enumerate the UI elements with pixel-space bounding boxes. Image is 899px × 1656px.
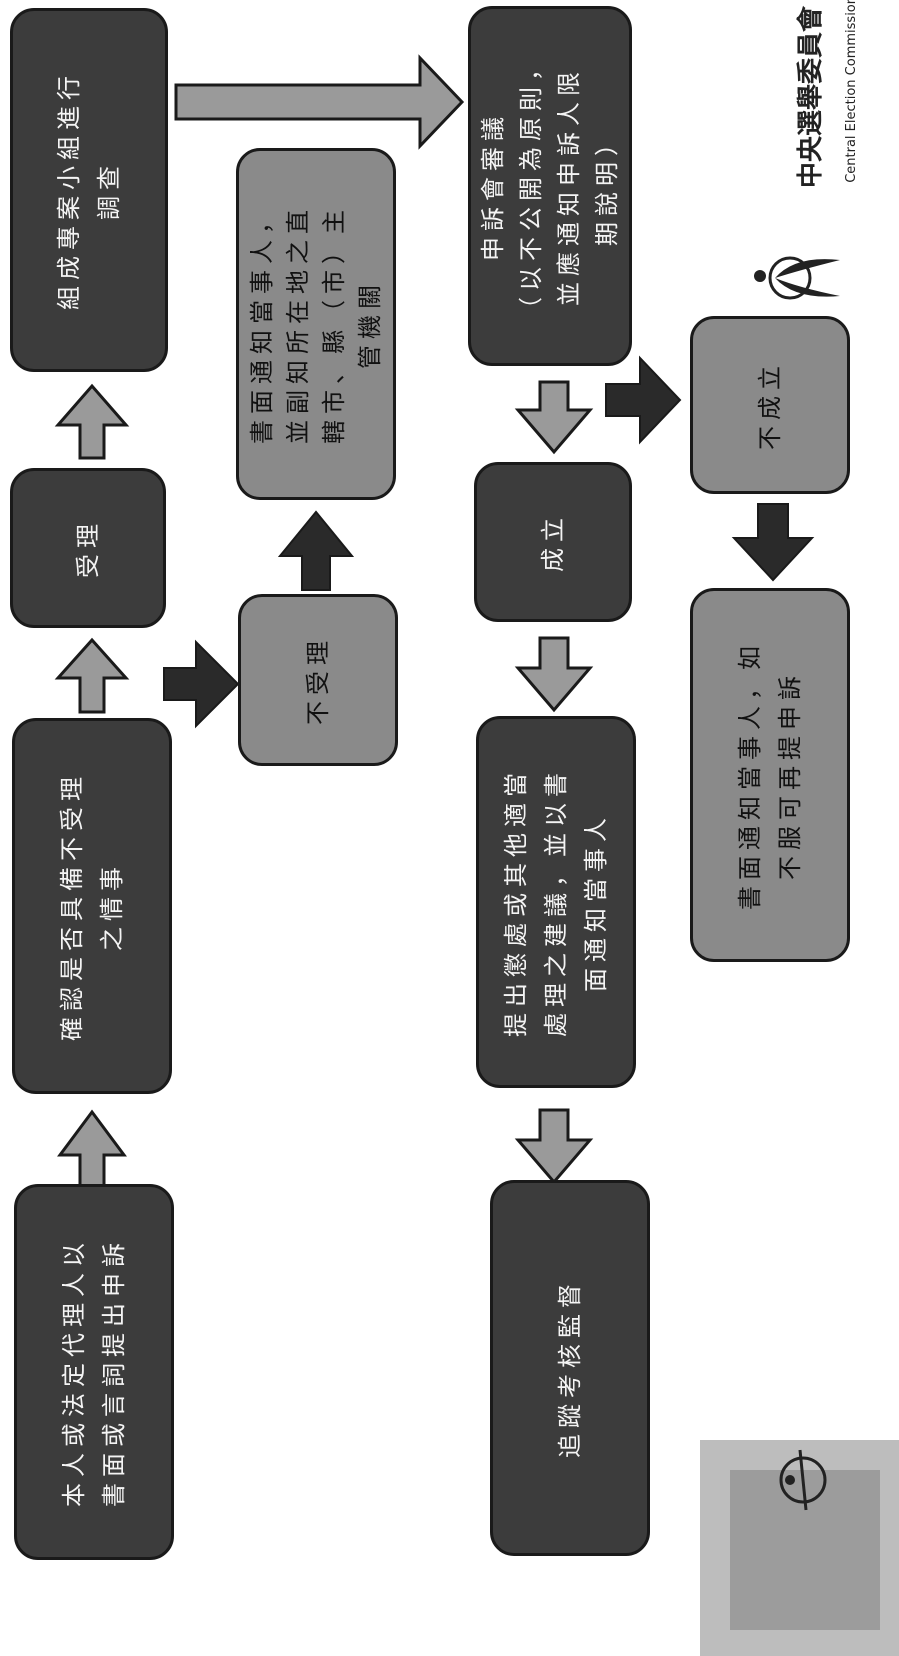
box-track-supervise-text: 追蹤考核監督 <box>556 1278 584 1458</box>
logo-name-en: Central Election Commission <box>844 0 859 183</box>
box-notify-appeal: 書面通知當事人，如不服可再提申訴 <box>690 588 850 962</box>
box-committee-review-text: 申訴會審議（以不公開為原則，並應通知申訴人限期說明） <box>479 51 621 321</box>
arrow-down-to-track <box>514 1108 594 1185</box>
box-check-case: 確認是否具備不受理之情事 <box>12 718 172 1094</box>
box-committee-review: 申訴會審議（以不公開為原則，並應通知申訴人限期說明） <box>468 6 632 366</box>
arrow-down-to-appeal <box>731 503 815 582</box>
arrow-down-to-proposal <box>514 636 594 713</box>
box-not-established-text: 不成立 <box>756 360 784 450</box>
box-check-case-text: 確認是否具備不受理之情事 <box>58 771 126 1041</box>
arrow-up-2 <box>54 637 130 714</box>
box-form-team-text: 組成專案小組進行調查 <box>55 70 123 310</box>
box-file-complaint-text: 本人或法定代理人以書面或言詞提出申訴 <box>60 1237 128 1507</box>
arrow-right-to-not-established <box>605 355 682 445</box>
arrow-down-to-established <box>514 380 594 455</box>
arrow-up-3 <box>54 383 130 460</box>
box-notify-not-accept: 書面通知當事人，並副知所在地之直轄市、縣（市）主管機關 <box>236 148 396 500</box>
box-accept: 受理 <box>10 468 166 628</box>
box-established-text: 成立 <box>539 512 567 572</box>
box-notify-appeal-text: 書面通知當事人，如不服可再提申訴 <box>736 640 804 910</box>
box-file-complaint: 本人或法定代理人以書面或言詞提出申訴 <box>14 1184 174 1560</box>
box-propose-disciplinary-text: 提出懲處或其他適當處理之建議，並以書面通知當事人 <box>502 767 610 1037</box>
box-propose-disciplinary: 提出懲處或其他適當處理之建議，並以書面通知當事人 <box>476 716 636 1088</box>
box-not-accept: 不受理 <box>238 594 398 766</box>
box-track-supervise: 追蹤考核監督 <box>490 1180 650 1556</box>
box-established: 成立 <box>474 462 632 622</box>
logo-name-zh: 中央選舉委員會 <box>796 6 826 189</box>
box-accept-text: 受理 <box>74 518 102 578</box>
arrow-up-to-notify <box>277 510 355 591</box>
box-form-team: 組成專案小組進行調查 <box>10 8 168 372</box>
box-not-established: 不成立 <box>690 316 850 494</box>
box-not-accept-text: 不受理 <box>304 635 332 725</box>
arrow-right-to-not-accept <box>163 639 240 729</box>
arrow-right-to-review <box>174 54 465 150</box>
box-notify-not-accept-text: 書面通知當事人，並副知所在地之直轄市、縣（市）主管機關 <box>248 204 384 444</box>
emblem-icon <box>760 240 830 320</box>
